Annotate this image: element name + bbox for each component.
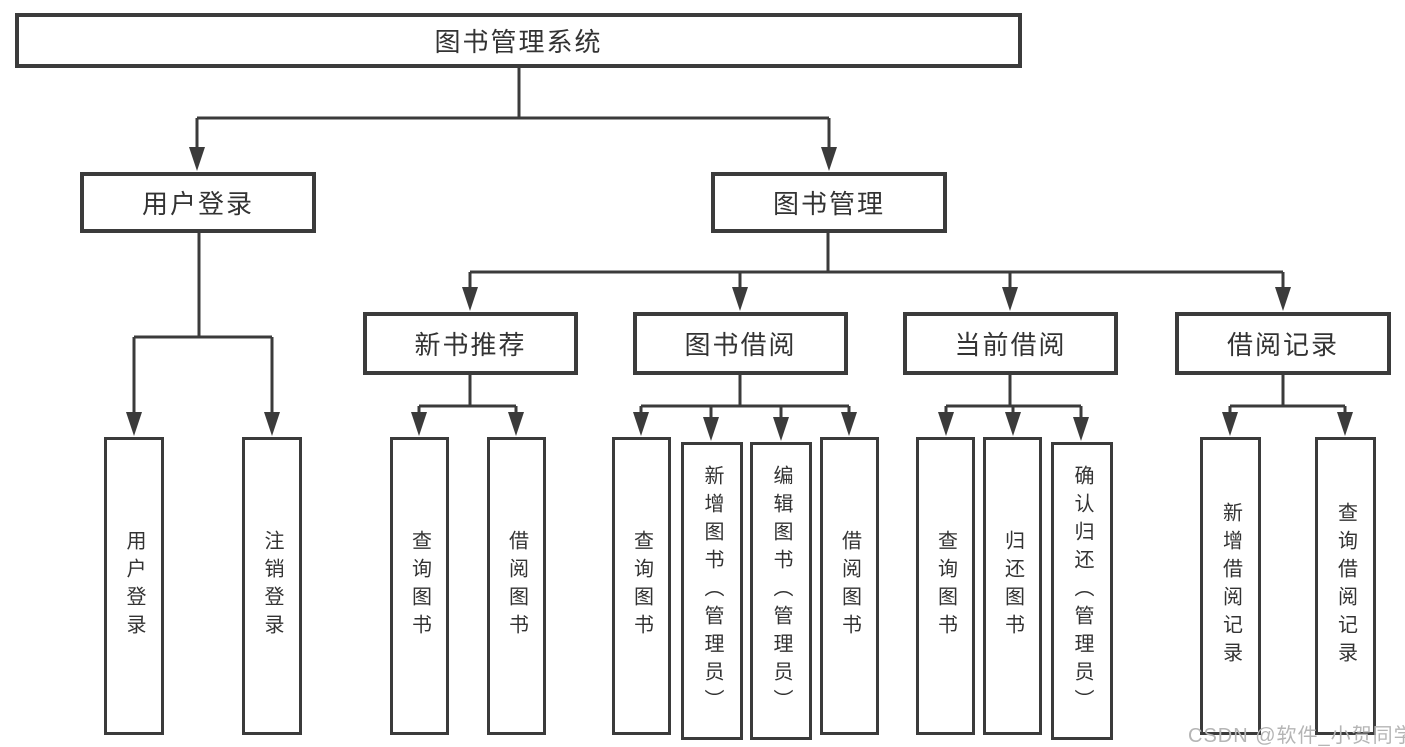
leaf-query-books-recommend: 查询图书 [390,437,449,735]
arrowheads [126,147,1353,441]
node-borrow-records: 借阅记录 [1175,312,1391,375]
leaf-label: 归还图书 [1001,530,1024,642]
node-label: 借阅记录 [1226,330,1339,360]
leaf-label: 新增借阅记录 [1219,502,1242,670]
leaf-label: 用户登录 [123,530,145,642]
leaf-query-books-current: 查询图书 [916,437,975,735]
leaf-edit-book-admin: 编辑图书（管理员） [750,442,812,740]
leaf-add-borrow-record: 新增借阅记录 [1200,437,1261,735]
leaf-query-books-borrow: 查询图书 [612,437,671,735]
csdn-watermark: CSDN @软件_小贺同学 [1188,725,1405,747]
leaf-label: 借阅图书 [838,530,861,642]
leaf-label: 确认归还（管理员） [1071,465,1093,717]
node-current-borrow: 当前借阅 [903,312,1118,375]
node-library-management-system: 图书管理系统 [15,13,1022,68]
leaf-label: 查询借阅记录 [1334,502,1357,670]
leaf-label: 查询图书 [934,530,957,642]
node-user-login: 用户登录 [80,172,316,233]
node-label: 图书管理 [772,189,885,219]
leaf-confirm-return-admin: 确认归还（管理员） [1051,442,1113,740]
leaf-return-book: 归还图书 [983,437,1042,735]
node-book-borrow: 图书借阅 [633,312,848,375]
leaf-query-borrow-record: 查询借阅记录 [1315,437,1376,735]
node-label: 新书推荐 [414,330,527,360]
leaf-label: 借阅图书 [505,530,528,642]
leaf-label: 查询图书 [630,530,653,642]
leaf-borrow-books: 借阅图书 [820,437,879,735]
leaf-add-book-admin: 新增图书（管理员） [681,442,743,740]
leaf-logout: 注销登录 [242,437,302,735]
node-label: 图书借阅 [684,330,797,360]
node-label: 图书管理系统 [434,27,603,57]
node-label: 当前借阅 [954,330,1067,360]
leaf-label: 注销登录 [261,530,283,642]
node-label: 用户登录 [141,189,254,219]
leaf-label: 新增图书（管理员） [701,465,723,717]
node-book-management: 图书管理 [711,172,947,233]
leaf-user-login: 用户登录 [104,437,164,735]
leaf-label: 查询图书 [408,530,431,642]
node-new-book-recommend: 新书推荐 [363,312,578,375]
leaf-borrow-books-recommend: 借阅图书 [487,437,546,735]
leaf-label: 编辑图书（管理员） [770,465,792,717]
